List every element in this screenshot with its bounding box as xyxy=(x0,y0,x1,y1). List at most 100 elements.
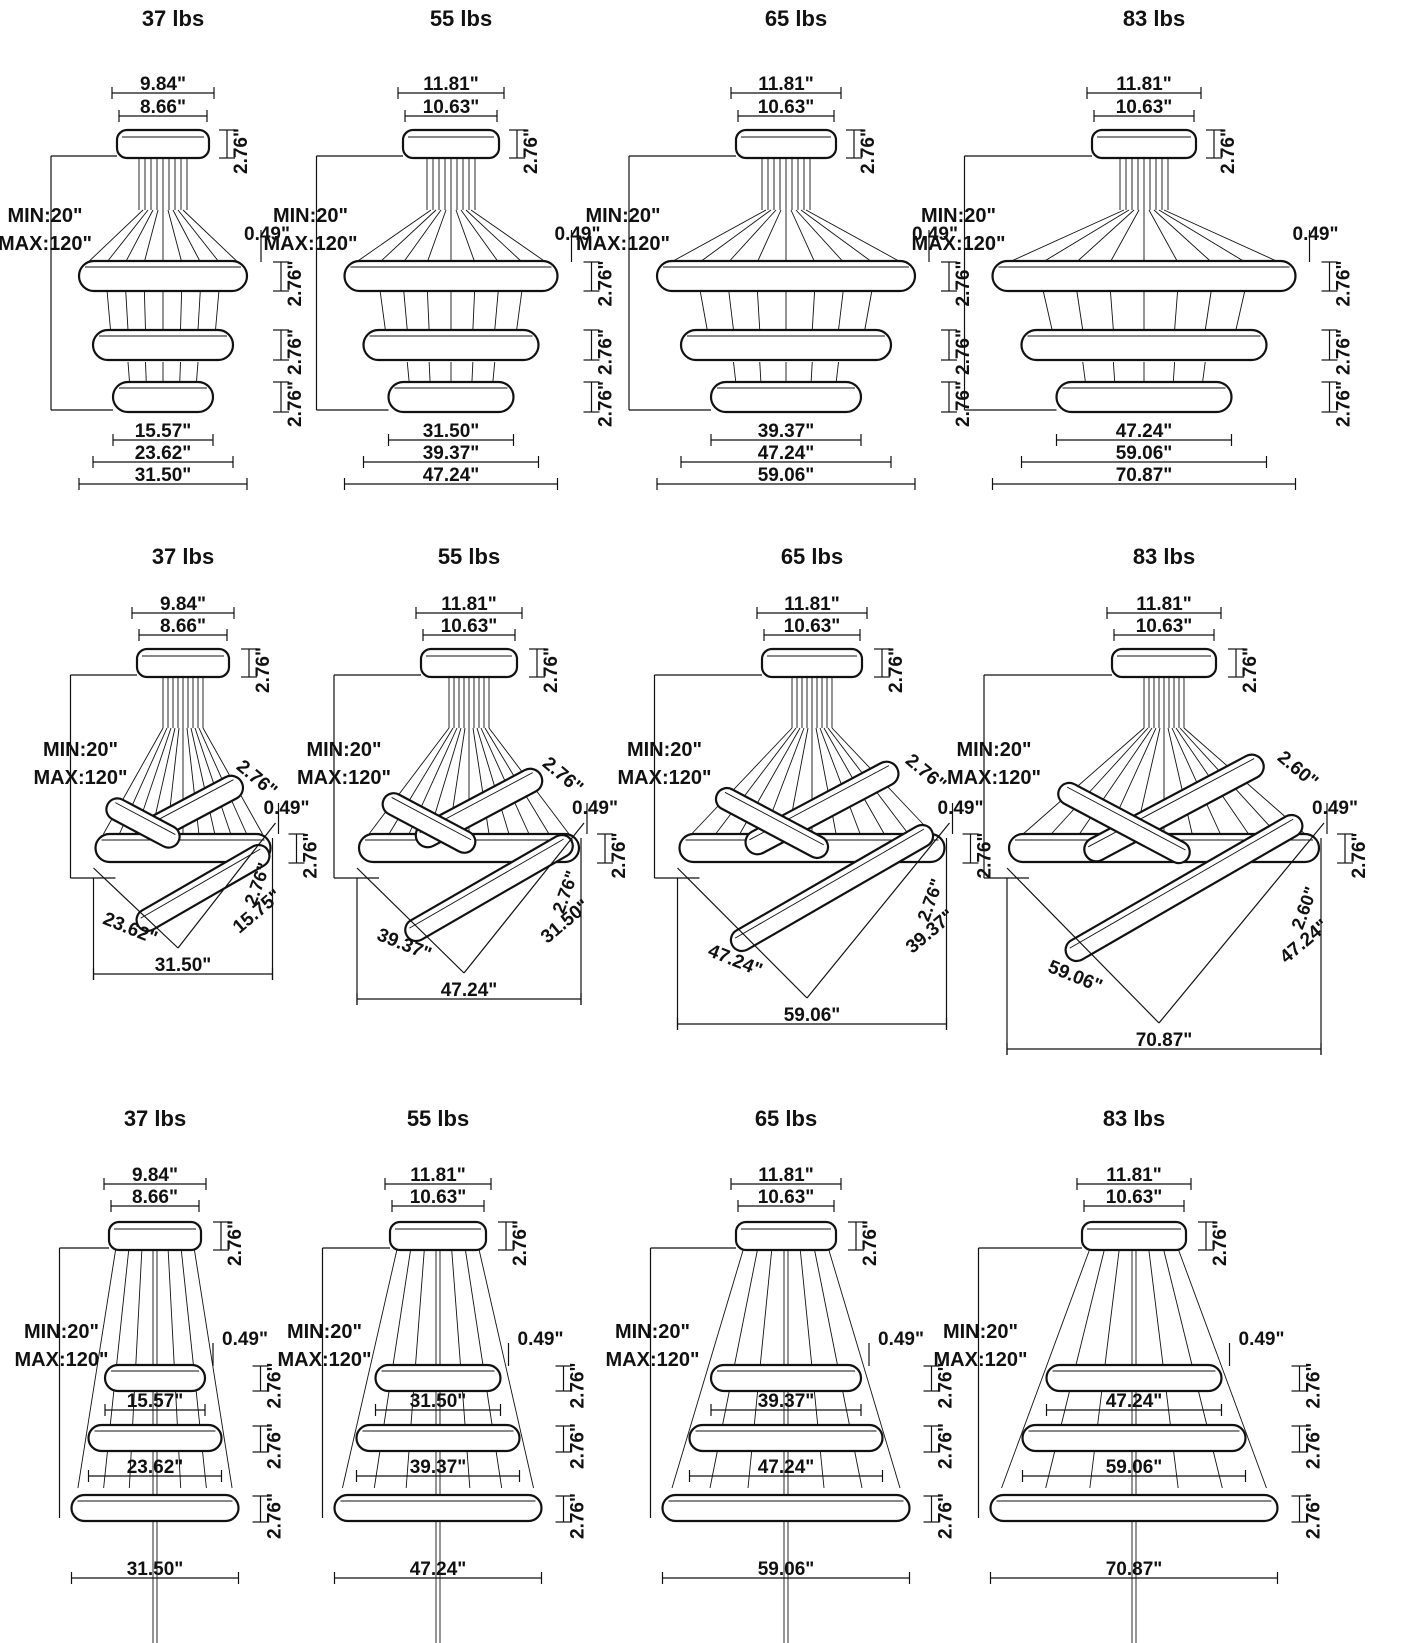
tilted-overall-width: 59.06" xyxy=(784,1005,841,1026)
canopy-outer-width: 11.81" xyxy=(410,1165,466,1186)
tilted-ring-c xyxy=(729,823,935,953)
canopy-outer-width: 9.84" xyxy=(160,594,206,615)
suspension-cable xyxy=(1148,209,1179,263)
min-height-label: MIN:20" xyxy=(627,739,702,761)
tilted-ring-b xyxy=(381,792,477,854)
ceiling-canopy xyxy=(734,1220,838,1252)
ring-top-height: 2.76" xyxy=(596,261,617,307)
ring-thickness-label: 0.49" xyxy=(1239,1329,1285,1350)
ring-mid-height: 2.76" xyxy=(953,329,974,375)
ring-lower xyxy=(333,1493,543,1523)
suspension-cable xyxy=(406,361,410,385)
ring-bottom xyxy=(709,380,863,414)
ring-band xyxy=(991,259,1297,293)
ring-small-diameter: 47.24" xyxy=(1116,421,1173,442)
diagram-row3-2: 55 lbs11.81"10.63"2.76"0.49"2.76"2.76"2.… xyxy=(278,1106,589,1643)
ring-thickness-label: 0.49" xyxy=(878,1329,924,1350)
canopy-height: 2.76" xyxy=(1218,128,1239,174)
canopy-inner-width: 10.63" xyxy=(758,97,815,118)
tilted-ring-diameter: 59.06" xyxy=(1045,957,1105,998)
max-height-label: MAX:120" xyxy=(0,233,92,255)
suspension-cable xyxy=(88,209,144,263)
tilted-ring-c xyxy=(135,843,271,933)
tilted-dim-line xyxy=(356,867,465,974)
suspension-cable xyxy=(1109,209,1140,263)
suspension-cable xyxy=(492,361,496,385)
suspension-cable xyxy=(180,289,183,331)
suspension-cable xyxy=(835,361,839,385)
ring-upper-height: 2.76" xyxy=(936,1363,957,1409)
diagram-row1-3: 65 lbs11.81"10.63"2.76"0.49"2.76"2.76"2.… xyxy=(576,6,974,490)
weight-label: 65 lbs xyxy=(765,6,827,31)
suspension-cable xyxy=(1171,727,1221,835)
ring-band xyxy=(661,1493,911,1523)
tilted-ring-b xyxy=(714,786,830,860)
ceiling-canopy xyxy=(115,128,211,160)
ring-lower xyxy=(661,1493,911,1523)
suspension-cable xyxy=(428,361,431,385)
tilted-dim-line xyxy=(463,822,585,974)
suspension-cable xyxy=(1009,209,1125,263)
suspension-cable xyxy=(671,209,767,263)
suspension-cable xyxy=(1235,289,1246,331)
ring-upper xyxy=(1045,1363,1223,1393)
suspension-cable xyxy=(356,209,432,263)
ring-edge xyxy=(724,791,825,846)
ring-middle xyxy=(355,1423,521,1453)
canopy-height: 2.76" xyxy=(886,647,907,693)
ceiling-canopy xyxy=(107,1220,203,1252)
suspension-cable xyxy=(143,209,159,263)
suspension-cable xyxy=(342,1249,398,1489)
min-height-label: MIN:20" xyxy=(921,205,996,227)
diagram-row3-1: 37 lbs9.84"8.66"2.76"0.49"2.76"2.76"2.76… xyxy=(15,1106,286,1643)
weight-label: 65 lbs xyxy=(781,544,843,569)
suspension-cable xyxy=(790,209,816,263)
min-height-label: MIN:20" xyxy=(585,205,660,227)
suspension-cable xyxy=(455,209,476,263)
suspension-cable xyxy=(1042,289,1053,331)
ring-band xyxy=(91,328,235,362)
canopy-body xyxy=(107,1220,203,1252)
ring-band xyxy=(355,1423,521,1453)
ring-top xyxy=(94,832,272,864)
max-height-label: MAX:120" xyxy=(34,767,128,789)
ring-thickness-label: 0.49" xyxy=(518,1329,564,1350)
canopy-inner-width: 10.63" xyxy=(441,616,498,637)
suspension-cable xyxy=(864,289,873,331)
ring-upper-height: 2.76" xyxy=(265,1363,286,1409)
tilted-overall-width: 47.24" xyxy=(441,980,498,1001)
ring-thickness-label: 0.49" xyxy=(572,798,618,819)
ring-middle xyxy=(1020,328,1268,362)
ring-band xyxy=(103,1363,207,1393)
tilted-ring-height-a: 2.60" xyxy=(1273,747,1322,793)
canopy-height: 2.76" xyxy=(858,128,879,174)
canopy-height: 2.76" xyxy=(541,647,562,693)
ring-bottom-height: 2.76" xyxy=(285,381,306,427)
tilted-dim-line xyxy=(806,822,950,999)
ring-band xyxy=(381,792,477,854)
min-height-label: MIN:20" xyxy=(287,1321,362,1343)
ring-band xyxy=(343,259,559,293)
suspension-cable xyxy=(733,361,737,385)
diagram-row1-4: 83 lbs11.81"10.63"2.76"0.49"2.76"2.76"2.… xyxy=(912,6,1355,490)
ring-edge xyxy=(146,779,234,827)
ring-thickness-label: 0.49" xyxy=(938,798,984,819)
suspension-cable xyxy=(106,289,111,331)
ceiling-canopy xyxy=(734,128,838,160)
ring-bottom-height: 2.76" xyxy=(953,381,974,427)
max-height-label: MAX:120" xyxy=(912,233,1006,255)
max-height-label: MAX:120" xyxy=(606,1349,700,1371)
suspension-cable xyxy=(1001,1249,1090,1489)
tilted-ring xyxy=(1057,781,1191,865)
ring-band xyxy=(1064,813,1304,963)
suspension-cable xyxy=(172,209,201,263)
suspension-cable xyxy=(828,1249,901,1489)
weight-label: 83 lbs xyxy=(1123,6,1185,31)
suspension-cable xyxy=(182,209,238,263)
tilted-ring-height-a: 2.76" xyxy=(901,750,950,796)
ring-edge xyxy=(1066,786,1186,851)
suspension-cable xyxy=(143,289,146,331)
ring-large-diameter: 31.50" xyxy=(135,465,192,486)
ring-band xyxy=(387,380,515,414)
